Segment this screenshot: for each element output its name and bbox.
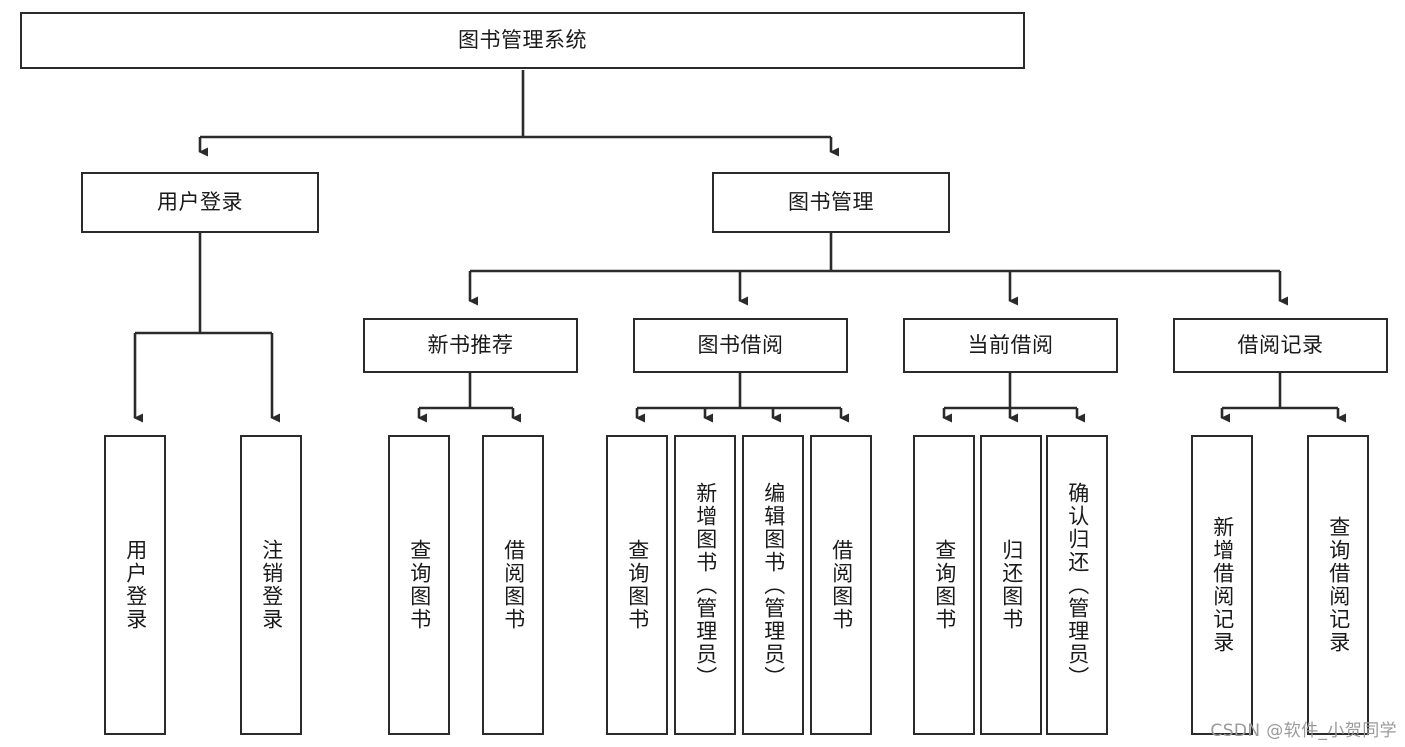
node-user-login[interactable]: 用户登录: [81, 172, 319, 233]
node-label: 查询图书: [932, 539, 957, 631]
node-label: 用户登录: [157, 190, 243, 215]
node-label: 归还图书: [999, 539, 1024, 631]
node-borrow-record[interactable]: 借阅记录: [1173, 318, 1388, 373]
node-label: 确认归还（管理员）: [1065, 481, 1090, 689]
node-label: 查询图书: [625, 539, 650, 631]
node-label: 查询借阅记录: [1326, 516, 1351, 654]
node-current-borrow[interactable]: 当前借阅: [903, 318, 1118, 373]
leaf-current-return-book[interactable]: 归还图书: [980, 435, 1042, 735]
leaf-borrow-edit-book[interactable]: 编辑图书（管理员）: [742, 435, 804, 735]
leaf-borrow-borrow-book[interactable]: 借阅图书: [810, 435, 872, 735]
node-label: 新书推荐: [427, 333, 514, 358]
node-root-system[interactable]: 图书管理系统: [20, 12, 1025, 69]
leaf-current-confirm-return[interactable]: 确认归还（管理员）: [1046, 435, 1108, 735]
leaf-user-login-logout[interactable]: 注销登录: [240, 435, 302, 735]
node-label: 当前借阅: [967, 333, 1054, 358]
leaf-borrow-query-book[interactable]: 查询图书: [606, 435, 668, 735]
node-label: 用户登录: [123, 539, 148, 631]
node-label: 图书管理系统: [458, 28, 587, 53]
node-label: 图书借阅: [697, 333, 784, 358]
leaf-record-add-record[interactable]: 新增借阅记录: [1191, 435, 1253, 735]
node-label: 新增借阅记录: [1210, 516, 1235, 654]
leaf-new-book-query[interactable]: 查询图书: [388, 435, 450, 735]
node-label: 借阅记录: [1237, 333, 1324, 358]
node-new-book-recommend[interactable]: 新书推荐: [363, 318, 578, 373]
node-label: 借阅图书: [829, 539, 854, 631]
leaf-current-query-book[interactable]: 查询图书: [913, 435, 975, 735]
node-label: 新增图书（管理员）: [693, 481, 718, 689]
node-book-management[interactable]: 图书管理: [712, 172, 950, 233]
node-book-borrow[interactable]: 图书借阅: [633, 318, 848, 373]
leaf-record-query-record[interactable]: 查询借阅记录: [1307, 435, 1369, 735]
node-label: 编辑图书（管理员）: [761, 481, 786, 689]
leaf-new-book-borrow[interactable]: 借阅图书: [482, 435, 544, 735]
node-label: 图书管理: [788, 190, 874, 215]
leaf-borrow-add-book[interactable]: 新增图书（管理员）: [674, 435, 736, 735]
node-label: 注销登录: [259, 539, 284, 631]
leaf-user-login-login[interactable]: 用户登录: [104, 435, 166, 735]
node-label: 借阅图书: [501, 539, 526, 631]
node-label: 查询图书: [407, 539, 432, 631]
